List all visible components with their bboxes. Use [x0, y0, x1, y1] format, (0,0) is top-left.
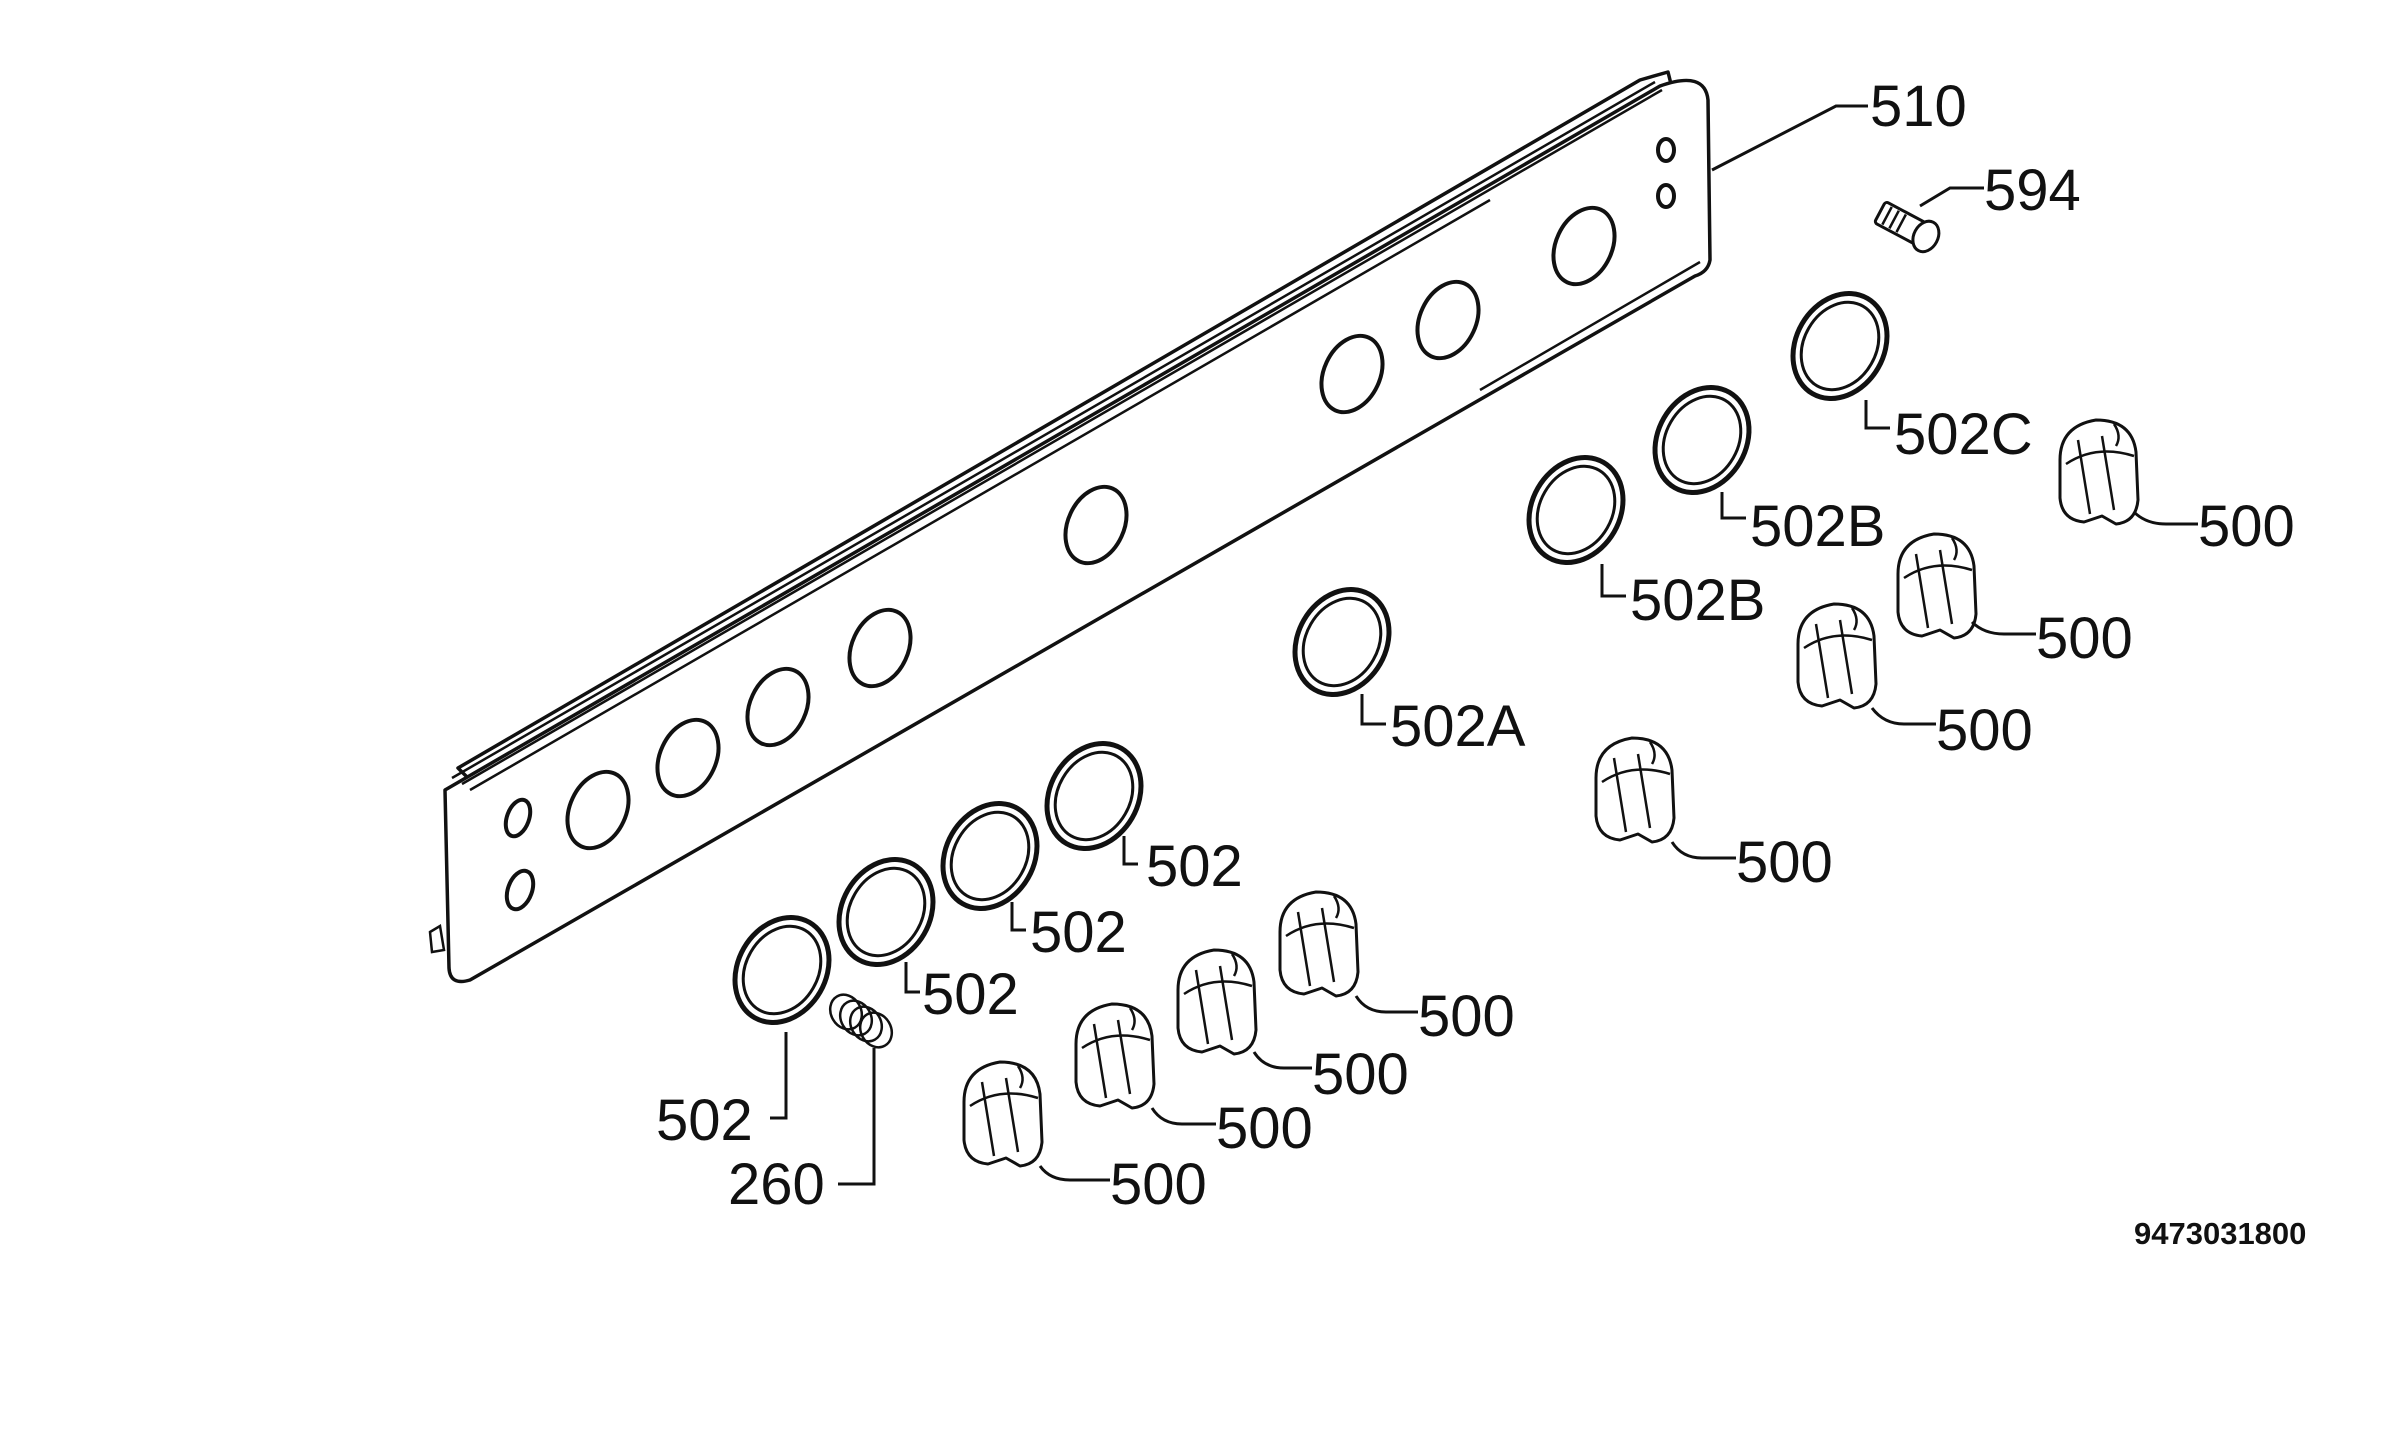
panel-hole — [1551, 205, 1617, 287]
panel-hole — [1319, 333, 1385, 415]
label-500-2: 500 — [1216, 1096, 1313, 1161]
lamp-594 — [1873, 200, 1941, 254]
knob-ring-502 — [836, 857, 936, 967]
label-510: 510 — [1870, 74, 1967, 139]
control-knob-500 — [1896, 532, 1978, 640]
knob-ring-502 — [1044, 741, 1144, 851]
label-500-5: 500 — [1736, 830, 1833, 895]
label-500-7: 500 — [2036, 606, 2133, 671]
panel-hole — [655, 717, 721, 799]
knob-ring-502 — [732, 915, 832, 1025]
label-502-second: 502 — [922, 962, 1019, 1027]
label-500-4: 500 — [1418, 984, 1515, 1049]
label-502-third: 502 — [1030, 900, 1127, 965]
panel-hole — [1656, 183, 1676, 209]
knob-ring-502b — [1652, 385, 1752, 495]
control-knob-500 — [1594, 736, 1676, 844]
label-502-bottom: 502 — [656, 1088, 753, 1153]
label-502b-upper: 502B — [1750, 494, 1885, 559]
control-knob-500 — [1176, 948, 1258, 1056]
control-knob-500 — [1074, 1002, 1156, 1110]
label-594: 594 — [1984, 158, 2081, 223]
knob-ring-502 — [940, 801, 1040, 911]
panel-hole — [847, 607, 913, 689]
panel-hole — [1415, 279, 1481, 361]
control-panel-510 — [428, 70, 1712, 984]
knob-ring-502c — [1790, 291, 1890, 401]
label-500-1: 500 — [1110, 1152, 1207, 1217]
control-knob-500 — [962, 1060, 1044, 1168]
control-knob-500 — [1796, 602, 1878, 710]
label-500-3: 500 — [1312, 1042, 1409, 1107]
control-knob-500 — [1278, 890, 1360, 998]
panel-hole — [745, 666, 811, 748]
panel-hole — [503, 797, 533, 839]
label-502-fourth: 502 — [1146, 834, 1243, 899]
panel-hole — [504, 868, 536, 912]
panel-hole — [1656, 137, 1676, 163]
label-502c: 502C — [1894, 402, 2033, 467]
label-500-8: 500 — [2198, 494, 2295, 559]
knob-ring-502a — [1292, 587, 1392, 697]
panel-hole — [1063, 484, 1129, 566]
label-260: 260 — [728, 1152, 825, 1217]
label-502a: 502A — [1390, 694, 1526, 759]
drawing-number: 9473031800 — [2134, 1216, 2306, 1251]
panel-hole — [565, 769, 631, 851]
label-502b-lower: 502B — [1630, 568, 1765, 633]
label-500-6: 500 — [1936, 698, 2033, 763]
knob-ring-502b — [1526, 455, 1626, 565]
spring-260 — [828, 993, 894, 1049]
control-knob-500 — [2058, 418, 2140, 526]
